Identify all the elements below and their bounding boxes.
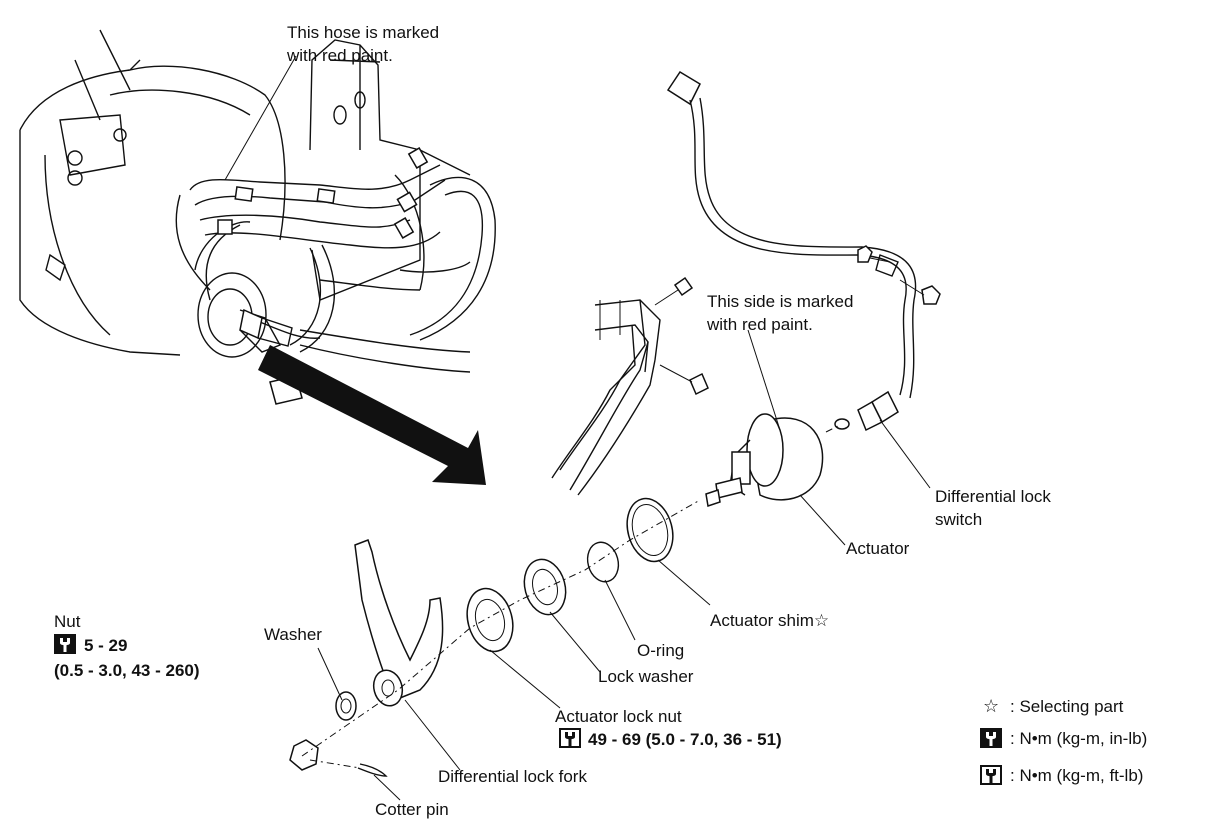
diff-lock-switch-label-line1: Differential lock bbox=[935, 487, 1051, 506]
leader-lines bbox=[317, 329, 931, 801]
side-note-line1: This side is marked bbox=[707, 292, 854, 311]
legend-selecting-part: : Selecting part bbox=[1010, 697, 1124, 716]
legend-torque-ft-lb: : N•m (kg-m, ft-lb) bbox=[1010, 766, 1144, 785]
o-ring-label: O-ring bbox=[637, 641, 685, 660]
nut-torque-line1: 5 - 29 bbox=[84, 636, 128, 655]
assembly-axis bbox=[301, 499, 701, 757]
actuator-label: Actuator bbox=[846, 539, 910, 558]
legend-torque-wrench-ft-lb-icon bbox=[980, 765, 1002, 785]
torque-wrench-ft-lb-icon bbox=[559, 728, 581, 748]
torque-wrench-in-lb-icon bbox=[54, 634, 76, 654]
actuator-part bbox=[705, 413, 841, 507]
star-outline-icon: ☆ bbox=[983, 696, 1000, 716]
differential-lock-fork-part bbox=[289, 539, 444, 777]
cotter-axis bbox=[309, 759, 361, 769]
diff-lock-switch-label-line2: switch bbox=[935, 510, 983, 529]
axle-housing-assembly bbox=[19, 29, 496, 405]
nut-torque-line2: (0.5 - 3.0, 43 - 260) bbox=[54, 661, 200, 680]
hose-note-line1: This hose is marked bbox=[287, 23, 440, 42]
differential-lock-fork-label: Differential lock fork bbox=[438, 767, 587, 786]
lock-washer-label: Lock washer bbox=[598, 667, 694, 686]
legend-torque-wrench-in-lb-icon bbox=[980, 728, 1002, 748]
actuator-shim-label: Actuator shim☆ bbox=[710, 611, 830, 630]
small-parts bbox=[466, 497, 674, 653]
actuator-lock-nut-label: Actuator lock nut bbox=[555, 707, 682, 726]
hose-bracket bbox=[551, 276, 709, 496]
nut-label: Nut bbox=[54, 612, 81, 631]
actuator-lock-nut-torque: 49 - 69 (5.0 - 7.0, 36 - 51) bbox=[588, 730, 782, 749]
direction-arrow bbox=[258, 345, 486, 485]
side-note-line2: with red paint. bbox=[707, 315, 813, 334]
differential-lock-switch-harness bbox=[666, 70, 941, 432]
legend-torque-in-lb: : N•m (kg-m, in-lb) bbox=[1010, 729, 1148, 748]
cotter-pin-label: Cotter pin bbox=[375, 800, 449, 819]
washer-label: Washer bbox=[264, 625, 322, 644]
hose-note-line2: with red paint. bbox=[287, 46, 393, 65]
